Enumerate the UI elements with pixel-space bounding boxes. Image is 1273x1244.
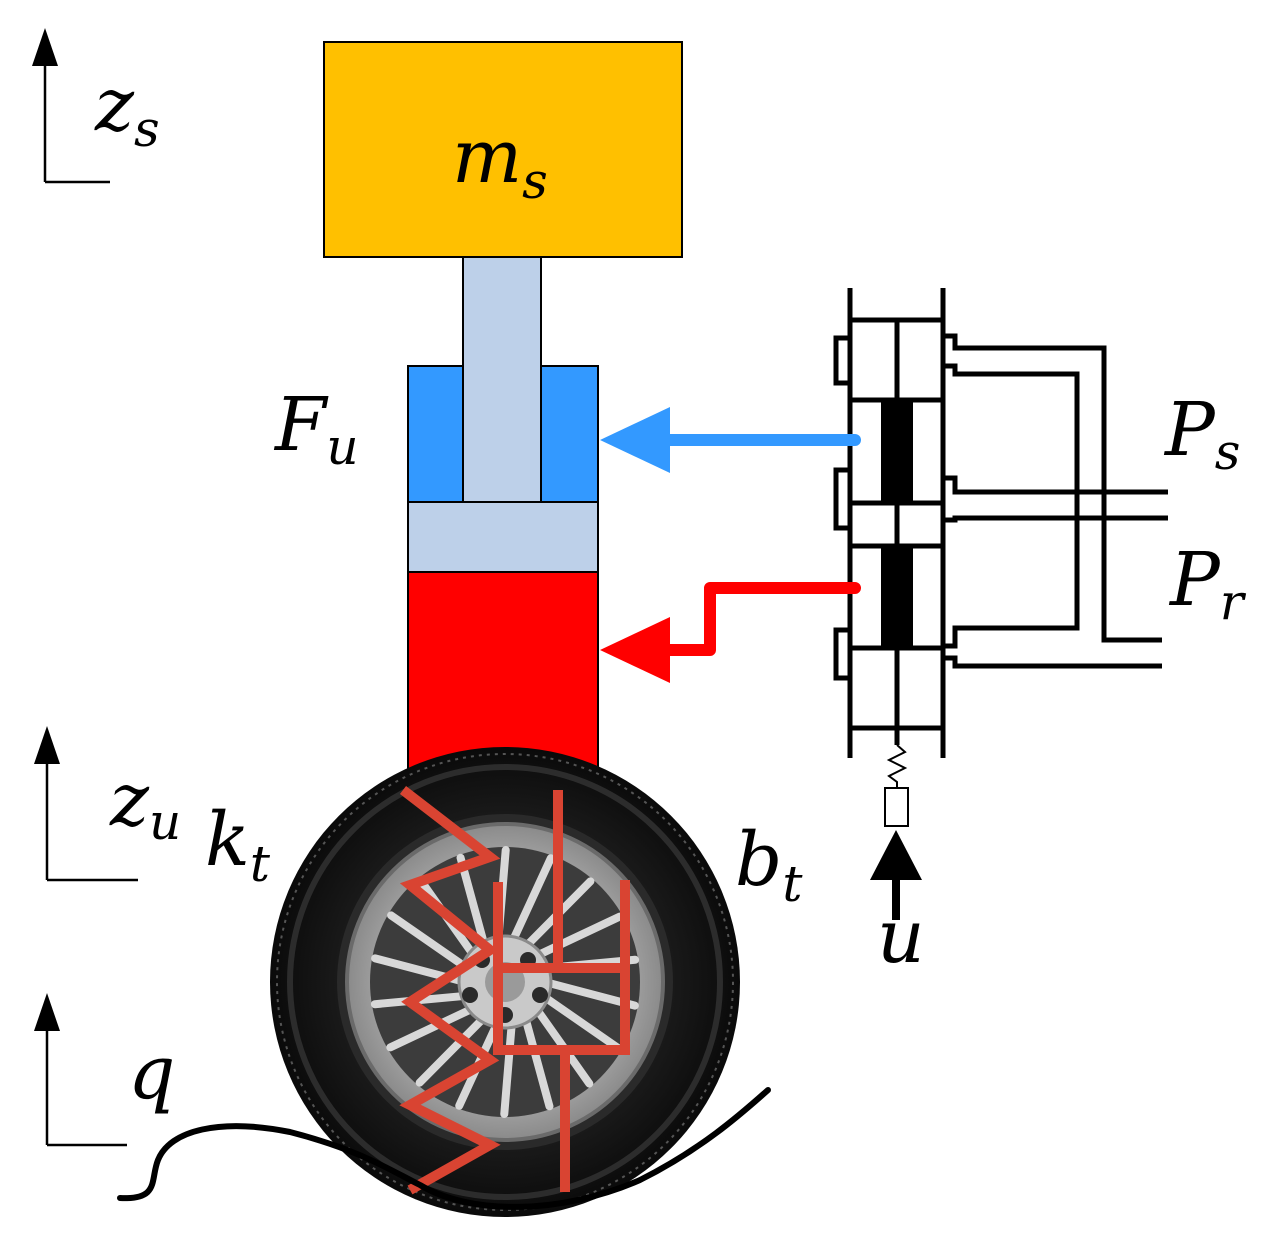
hydraulic-actuator xyxy=(407,256,599,773)
up-arrow-icon xyxy=(870,830,922,880)
wheel-spoke xyxy=(387,911,472,973)
wheel-spoke xyxy=(507,854,555,947)
return-flow-arrow xyxy=(600,582,861,683)
zu-axis-arrow xyxy=(34,726,138,882)
wheel-spoke xyxy=(541,978,639,1010)
servo-valve-icon xyxy=(833,288,1168,758)
supply-flow-arrow xyxy=(600,407,861,473)
actuator-force-label: Fu xyxy=(273,382,359,476)
lower-chamber xyxy=(407,571,599,773)
sprung-displacement-label: zs xyxy=(94,62,160,158)
up-arrow-icon xyxy=(34,993,60,1031)
wheel-spoke xyxy=(538,991,623,1053)
wheel-spoke xyxy=(500,1017,516,1118)
wheel-spoke xyxy=(415,1012,489,1087)
control-input-label: u xyxy=(877,894,925,980)
control-input-arrow xyxy=(870,830,922,920)
up-arrow-icon xyxy=(32,28,58,66)
tire-damping-label: bt xyxy=(735,817,803,913)
wheel-spoke xyxy=(386,1003,479,1052)
up-arrow-icon xyxy=(34,726,60,764)
wheel-spoke xyxy=(456,853,489,952)
return-pressure-label: Pr xyxy=(1168,537,1247,631)
piston-rod xyxy=(462,256,542,503)
wheel-spoke xyxy=(531,912,624,961)
valve-plunger xyxy=(884,787,909,827)
supply-pressure-label: Ps xyxy=(1163,387,1240,481)
sprung-mass-block xyxy=(323,41,683,258)
zs-axis-arrow xyxy=(32,28,110,184)
sprung-mass-label: ms xyxy=(452,114,548,210)
road-input-label: q xyxy=(128,1030,175,1116)
road-profile xyxy=(117,1087,771,1210)
damper-icon xyxy=(493,790,630,1192)
spring-icon xyxy=(886,744,908,788)
wheel-spoke xyxy=(521,1012,554,1111)
piston-head xyxy=(407,501,599,573)
q-axis-arrow xyxy=(34,993,127,1147)
tire-stiffness-label: kt xyxy=(205,797,271,893)
unsprung-displacement-label: zu xyxy=(109,757,181,851)
tire-spring-model xyxy=(399,786,501,1195)
